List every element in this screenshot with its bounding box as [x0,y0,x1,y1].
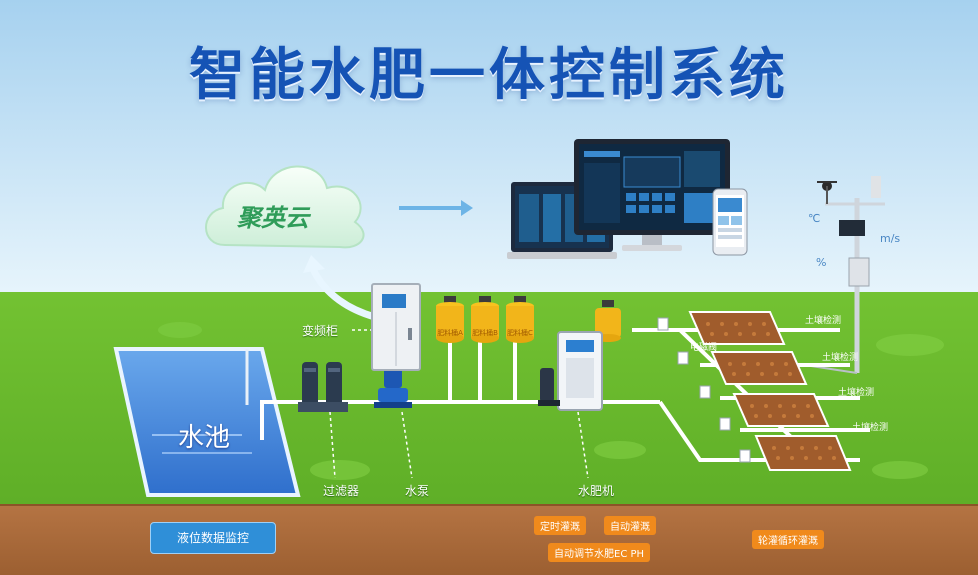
phone-icon [712,188,748,256]
auto-adjust-badge: 自动调节水肥EC PH [548,543,651,562]
tank-icon [471,296,499,343]
vfd-cabinet-label: 变频柜 [302,324,339,338]
pool [113,347,301,497]
field-sensor-label: 土壤检测 [822,353,859,363]
tank-a-label: 肥料桶A [437,329,463,337]
field-sensor-label: 土壤检测 [852,423,889,433]
monitor-icon [574,139,730,251]
fertigation-machine-label: 水肥机 [578,484,615,498]
arrow-right-icon [399,200,473,216]
temperature-unit: ℃ [808,212,821,225]
field-sensor-label: 土壤检测 [838,388,875,398]
pool-label: 水池 [178,423,231,453]
level-monitoring-box: 液位数据监控 [150,522,276,554]
timed-irrigation-badge: 定时灌溉 [534,516,586,535]
fertigation-machine-icon [538,331,603,411]
sky [0,0,978,300]
field-sensor-label: 土壤检测 [805,316,842,326]
cloud-icon [205,165,365,249]
filter-icon [298,362,348,412]
weather-station-icon [810,176,885,374]
auto-irrigation-badge: 自动灌溉 [604,516,656,535]
valve-label: 电磁阀 [690,343,718,353]
tank-icon [506,296,534,343]
curved-arrow-icon [303,255,379,321]
pump-label: 水泵 [405,484,430,498]
cloud-label: 聚英云 [237,204,309,232]
page-title: 智能水肥一体控制系统 [189,43,789,108]
field-plots [688,311,852,471]
tank-b-label: 肥料桶B [472,329,498,337]
tank-icon [436,296,464,343]
zone-irrigation-badge: 轮灌循环灌溉 [752,530,824,549]
filter-label: 过滤器 [323,484,360,498]
cabinet-icon [371,283,421,371]
tank-c-label: 肥料桶C [507,329,533,337]
humidity-unit: % [816,256,827,269]
wind-unit: m/s [880,232,901,245]
